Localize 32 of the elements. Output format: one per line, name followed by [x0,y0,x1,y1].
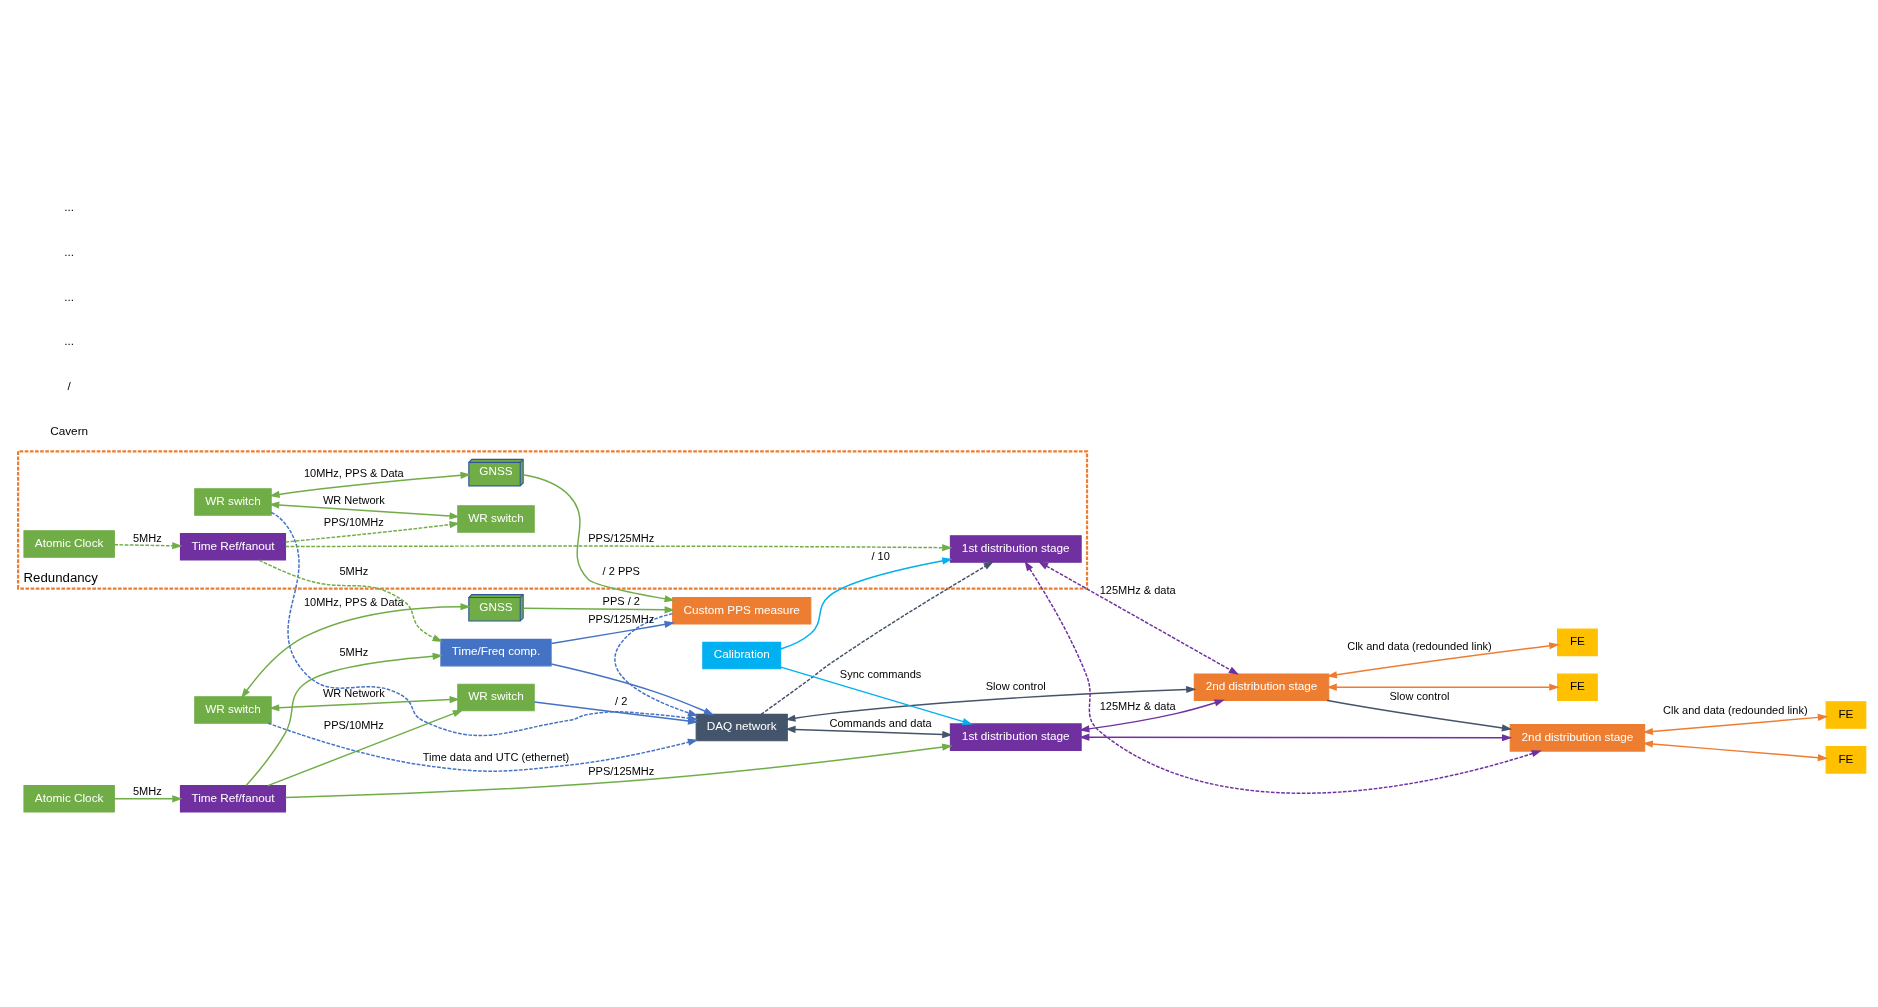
edge-label: 10MHz, PPS & Data [303,467,404,480]
label: ... [64,244,75,258]
label: ... [64,289,75,303]
edge-label: Clk and data (redounded link) [1663,704,1808,717]
edge-label: Clk and data (redounded link) [1347,639,1492,652]
edge-label: PPS/125MHz [588,532,655,545]
edge-label: 5MHz [339,645,369,658]
edge-label: Time data and UTC (ethernet) [422,751,570,764]
edge-label: PPS/10MHz [323,719,384,732]
edge-label: PPS/125MHz [588,765,655,778]
edge-label: PPS/125MHz [588,612,655,625]
edge-label: 125MHz & data [1099,583,1176,596]
edge-label: 5MHz [133,531,162,544]
edge-label: / 2 [615,694,628,707]
edge-label: Sync commands [839,667,922,680]
edge-label: Slow control [985,680,1046,693]
edge-label: Slow control [1389,690,1450,703]
edge-label: PPS / 2 [602,594,640,607]
edge-label: PPS/10MHz [323,516,384,529]
edge-label: 5MHz [339,565,369,578]
label: ... [64,199,75,213]
edge-label: 10MHz, PPS & Data [303,596,404,609]
edge-label: 125MHz & data [1099,699,1176,712]
edge-label: 5MHz [133,785,162,798]
label: / [67,379,71,393]
label: Cavern [50,424,89,438]
edge-label: Commands and data [829,716,932,729]
label: ... [64,334,75,348]
edge-label: WR Network [322,687,385,700]
edge-label: / 2 PPS [602,565,640,578]
edge-label: WR Network [322,493,385,506]
edge-label: / 10 [871,550,890,563]
